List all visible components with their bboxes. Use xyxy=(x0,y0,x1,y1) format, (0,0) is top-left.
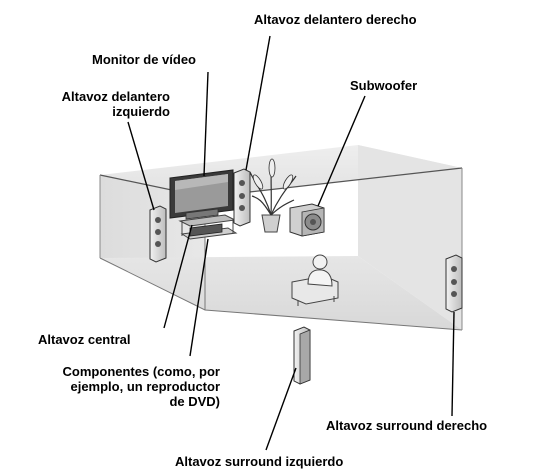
leader-surround-left xyxy=(265,367,297,451)
leader-video-monitor xyxy=(203,71,209,177)
leader-components xyxy=(189,238,209,357)
label-center-speaker: Altavoz central xyxy=(38,332,131,347)
surround-left-speaker xyxy=(293,326,311,385)
leader-lines xyxy=(127,35,455,451)
room-right-wall xyxy=(358,145,462,330)
leader-subwoofer xyxy=(317,95,366,207)
subwoofer xyxy=(289,203,325,237)
label-front-right-speaker: Altavoz delantero derecho xyxy=(254,12,417,27)
front-right-speaker xyxy=(233,168,251,227)
label-components-line3: de DVD) xyxy=(169,394,220,409)
label-front-left-line1: Altavoz delantero xyxy=(61,89,170,104)
leader-center xyxy=(163,224,193,329)
label-components-line1: Componentes (como, por xyxy=(62,364,220,379)
label-surround-left-speaker: Altavoz surround izquierdo xyxy=(175,454,344,469)
label-components-line2: ejemplo, un reproductor xyxy=(70,379,220,394)
label-subwoofer: Subwoofer xyxy=(350,78,418,93)
components-stand xyxy=(178,208,238,240)
video-monitor xyxy=(169,169,234,219)
leader-surround-right xyxy=(451,311,455,417)
label-front-left-line2: izquierdo xyxy=(112,104,170,119)
label-front-left-speaker: Altavoz delantero izquierdo xyxy=(28,89,170,119)
front-left-speaker xyxy=(149,205,167,263)
plant xyxy=(249,158,297,233)
leader-front-left xyxy=(127,121,155,211)
leader-front-right xyxy=(245,35,271,171)
label-components: Componentes (como, por ejemplo, un repro… xyxy=(12,364,220,409)
label-surround-right-speaker: Altavoz surround derecho xyxy=(326,418,488,433)
label-video-monitor: Monitor de vídeo xyxy=(92,52,196,67)
listener-in-chair xyxy=(291,254,339,306)
room-floor xyxy=(100,256,462,330)
surround-right-speaker xyxy=(445,254,463,313)
